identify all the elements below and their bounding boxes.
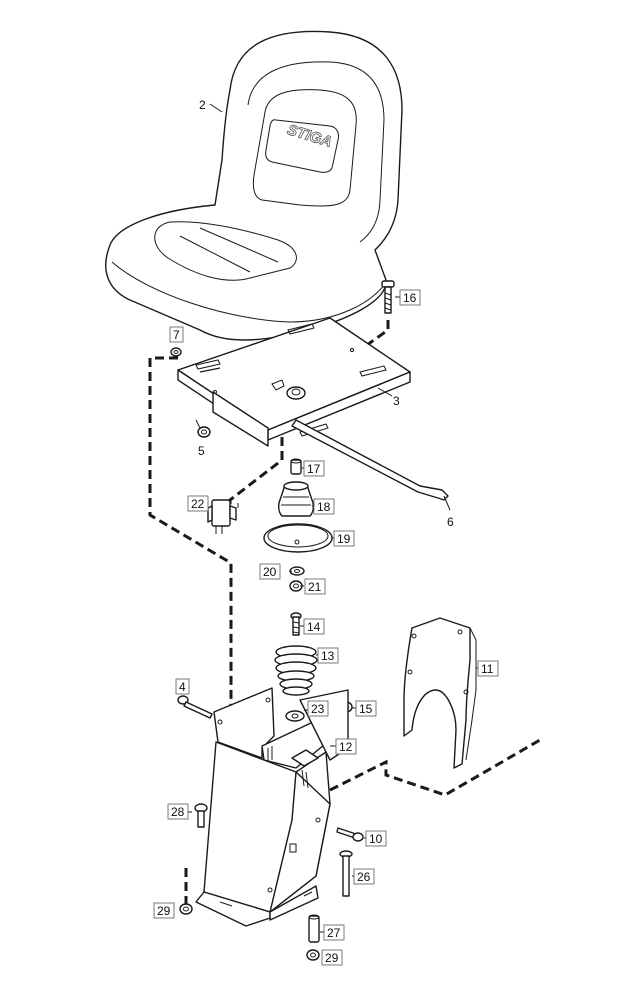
- callout-14: 14: [307, 620, 321, 634]
- nut-7: [170, 347, 182, 357]
- callout-12: 12: [339, 740, 353, 754]
- callout-7: 7: [173, 328, 180, 342]
- nut-29-left: [179, 903, 193, 915]
- callout-17: 17: [307, 462, 321, 476]
- screw-10: [336, 827, 364, 842]
- rubber-bellow-18: [277, 481, 315, 517]
- callout-29-left: 29: [157, 904, 171, 918]
- callout-28: 28: [171, 805, 185, 819]
- plate-19: [263, 523, 333, 553]
- callout-13: 13: [321, 649, 335, 663]
- callout-6: 6: [447, 515, 454, 529]
- leader-lines: [186, 103, 478, 933]
- cover-11: [403, 617, 477, 769]
- seat-switch-22: [207, 499, 237, 534]
- screw-4: [177, 695, 213, 719]
- callout-18: 18: [317, 500, 331, 514]
- callouts: 2 16 7 3 5 17 18 6 22 19 20 21 14: [153, 98, 499, 966]
- callout-11: 11: [481, 662, 494, 676]
- callout-19: 19: [337, 532, 351, 546]
- nut-5: [195, 419, 211, 438]
- callout-15: 15: [359, 702, 373, 716]
- callout-27: 27: [327, 926, 341, 940]
- callout-21: 21: [308, 580, 322, 594]
- callout-10: 10: [369, 832, 383, 846]
- callout-20: 20: [263, 565, 277, 579]
- seat-mount-plate: [177, 317, 411, 447]
- nut-29-bottom: [306, 949, 320, 961]
- callout-4: 4: [179, 680, 186, 694]
- callout-2: 2: [199, 98, 206, 112]
- washer-20: [289, 566, 305, 576]
- washer-23: [285, 710, 305, 722]
- callout-29-bottom: 29: [325, 951, 339, 965]
- spacer-27: [308, 914, 320, 943]
- bolt-28: [194, 803, 208, 828]
- callout-16: 16: [403, 291, 417, 305]
- spring-13: [274, 645, 318, 696]
- seat: STIGA: [105, 30, 403, 341]
- bolt-16: [381, 280, 395, 314]
- callout-26: 26: [357, 870, 371, 884]
- callout-22: 22: [191, 497, 205, 511]
- callout-5: 5: [198, 444, 205, 458]
- spacer-17: [290, 458, 302, 475]
- bolt-26: [339, 850, 353, 897]
- bolt-14: [290, 612, 302, 636]
- adjustment-rod: [291, 419, 449, 501]
- callout-23: 23: [311, 702, 325, 716]
- seat-bracket-12: [195, 687, 349, 927]
- callout-3: 3: [393, 394, 400, 408]
